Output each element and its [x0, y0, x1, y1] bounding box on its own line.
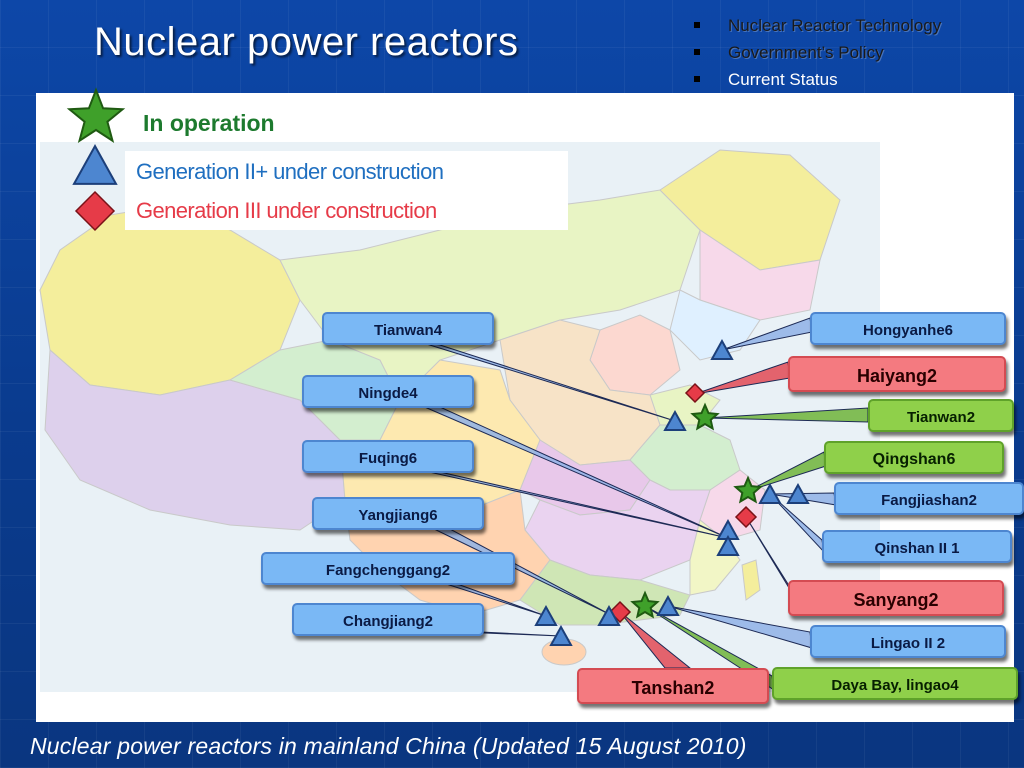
slide-title: Nuclear power reactors	[94, 20, 519, 64]
marker-fangjiashan-triangle	[758, 482, 782, 504]
marker-dayabay-star	[630, 590, 660, 619]
marker-haiyang-diamond	[684, 382, 706, 404]
legend-triangle-icon	[72, 144, 118, 185]
map-caption: Nuclear power reactors in mainland China…	[30, 733, 747, 759]
label-changjiang2[interactable]: Changjiang2	[292, 603, 484, 636]
nav-item-label: Nuclear Reactor Technology	[728, 16, 942, 35]
legend-gen3-label: Generation III under construction	[136, 198, 437, 223]
marker-sanmen-diamond	[734, 505, 758, 529]
marker-tianwan-triangle	[663, 409, 687, 431]
label-sanyang2[interactable]: Sanyang2	[788, 580, 1004, 616]
label-fuqing6[interactable]: Fuqing6	[302, 440, 474, 473]
marker-ningde-triangle	[716, 534, 740, 556]
legend-diamond-icon	[74, 190, 116, 232]
label-tianwan2[interactable]: Tianwan2	[868, 399, 1014, 432]
nav-bullets: Nuclear Reactor Technology Government’s …	[694, 12, 941, 93]
marker-qinshan-star	[733, 475, 763, 504]
bullet-icon	[694, 21, 700, 28]
label-tanshan2[interactable]: Tanshan2	[577, 668, 769, 704]
nav-item-label: Government’s Policy	[728, 43, 884, 62]
label-fangjiashan2[interactable]: Fangjiashan2	[834, 482, 1024, 515]
label-haiyang2[interactable]: Haiyang2	[788, 356, 1006, 392]
label-tianwan4[interactable]: Tianwan4	[322, 312, 494, 345]
marker-tianwan-star	[690, 402, 720, 431]
label-ningde4[interactable]: Ningde4	[302, 375, 474, 408]
map-markers	[534, 338, 810, 646]
label-dayabay-lingao4[interactable]: Daya Bay, lingao4	[772, 667, 1018, 700]
marker-yangjiang-triangle	[597, 604, 621, 626]
label-qinshan2-1[interactable]: Qinshan II 1	[822, 530, 1012, 563]
nav-item-status[interactable]: Current Status	[694, 66, 941, 93]
legend-star-icon	[66, 87, 126, 143]
bullet-icon	[694, 48, 700, 55]
legend-operation-label: In operation	[143, 110, 275, 136]
nav-item-policy[interactable]: Government’s Policy	[694, 39, 941, 66]
marker-changjiang-triangle	[549, 624, 573, 646]
marker-fangchenggang-triangle	[534, 604, 558, 626]
label-lingao2-2[interactable]: Lingao II 2	[810, 625, 1006, 658]
label-hongyanhe6[interactable]: Hongyanhe6	[810, 312, 1006, 345]
bullet-icon	[694, 75, 700, 82]
label-fangchenggang2[interactable]: Fangchenggang2	[261, 552, 515, 585]
marker-lingao-triangle	[656, 594, 680, 616]
legend-gen2plus-label: Generation II+ under construction	[136, 159, 444, 184]
marker-hongyanhe-triangle	[710, 338, 734, 360]
label-yangjiang6[interactable]: Yangjiang6	[312, 497, 484, 530]
marker-qinshan2-triangle	[786, 482, 810, 504]
legend-box	[125, 151, 568, 230]
nav-item-technology[interactable]: Nuclear Reactor Technology	[694, 12, 941, 39]
nav-item-label: Current Status	[728, 70, 838, 89]
region-taiwan	[741, 559, 761, 601]
label-qingshan6[interactable]: Qingshan6	[824, 441, 1004, 474]
legend-markers	[66, 87, 126, 232]
